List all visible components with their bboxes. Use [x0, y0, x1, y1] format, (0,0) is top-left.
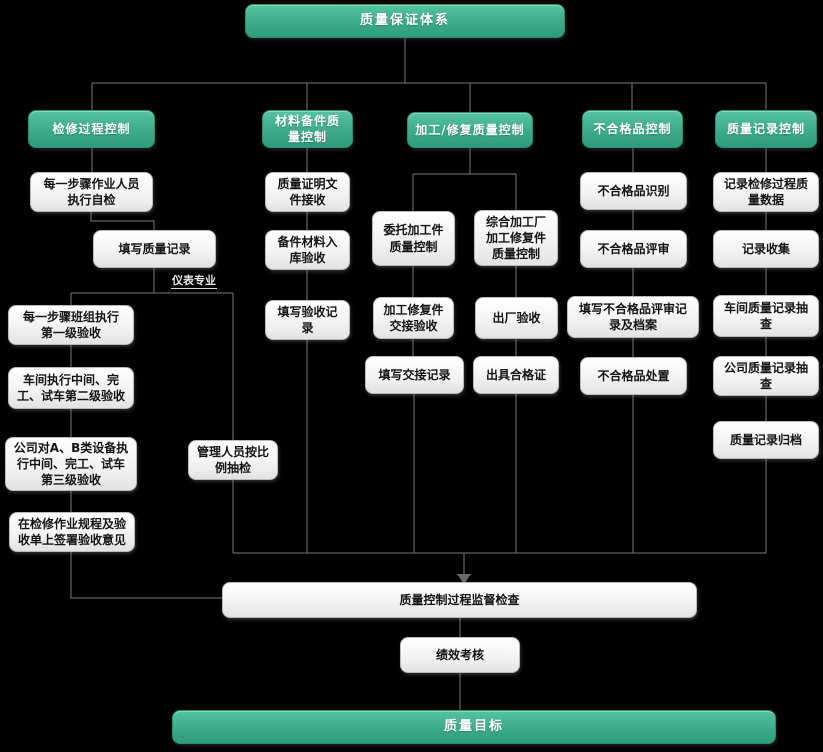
node-factory-acceptance: 出厂验收 — [475, 297, 558, 339]
node-worker-self-inspection: 每一步骤作业人员 执行自检 — [30, 172, 153, 212]
label-instrument-specialty: 仪表专业 — [171, 274, 217, 290]
node-material-spare-parts-quality-control: 材料备件质 量控制 — [262, 110, 353, 148]
node-issue-certificate: 出具合格证 — [473, 356, 559, 394]
node-repaired-parts-handover-acceptance: 加工修复件 交接验收 — [373, 297, 454, 339]
node-spare-material-warehouse-acceptance: 备件材料入 库验收 — [265, 230, 350, 270]
node-nonconforming-disposal: 不合格品处置 — [580, 357, 687, 395]
node-sign-acceptance-opinion: 在检修作业规程及验 收单上签署验收意见 — [9, 512, 135, 552]
node-overhaul-process-control: 检修过程控制 — [28, 110, 155, 148]
node-quality-certificate-receiving: 质量证明文 件接收 — [265, 172, 350, 212]
node-quality-goal: 质量目标 — [172, 710, 776, 744]
node-nonconforming-identification: 不合格品识别 — [580, 172, 687, 210]
node-management-proportional-sampling: 管理人员按比 例抽检 — [188, 440, 278, 480]
arrow-down-icon — [457, 574, 471, 584]
node-nonconforming-review: 不合格品评审 — [580, 230, 687, 268]
node-fill-nonconforming-review-record: 填写不合格品评审记 录及档案 — [567, 296, 699, 338]
node-record-process-quality-data: 记录检修过程质 量数据 — [713, 172, 819, 212]
node-fill-quality-record: 填写质量记录 — [93, 230, 216, 268]
node-performance-assessment: 绩效考核 — [400, 637, 520, 673]
node-processing-repair-quality-control: 加工/修复质量控制 — [407, 112, 533, 148]
node-outsourced-parts-quality-control: 委托加工件 质量控制 — [372, 211, 455, 266]
node-third-level-acceptance: 公司对A、B类设备执 行中间、完工、试车 第三级验收 — [5, 437, 137, 491]
node-company-record-sampling: 公司质量记录抽 查 — [713, 356, 819, 396]
node-workshop-record-sampling: 车间质量记录抽 查 — [713, 295, 819, 337]
node-quality-supervision-inspection: 质量控制过程监督检查 — [222, 582, 697, 618]
node-record-archiving: 质量记录归档 — [713, 421, 819, 459]
node-nonconforming-product-control: 不合格品控制 — [582, 110, 683, 148]
node-quality-record-control: 质量记录控制 — [715, 110, 817, 148]
node-processing-plant-repair-quality-control: 综合加工厂 加工修复件 质量控制 — [474, 210, 558, 266]
node-record-collection: 记录收集 — [713, 230, 819, 268]
node-second-level-acceptance: 车间执行中间、完 工、试车第二级验收 — [8, 367, 134, 409]
node-fill-handover-record: 填写交接记录 — [365, 356, 464, 394]
node-fill-acceptance-record: 填写验收记 录 — [265, 300, 350, 340]
node-quality-assurance-system: 质量保证体系 — [245, 4, 565, 38]
node-first-level-acceptance: 每一步骤班组执行 第一级验收 — [8, 305, 134, 345]
